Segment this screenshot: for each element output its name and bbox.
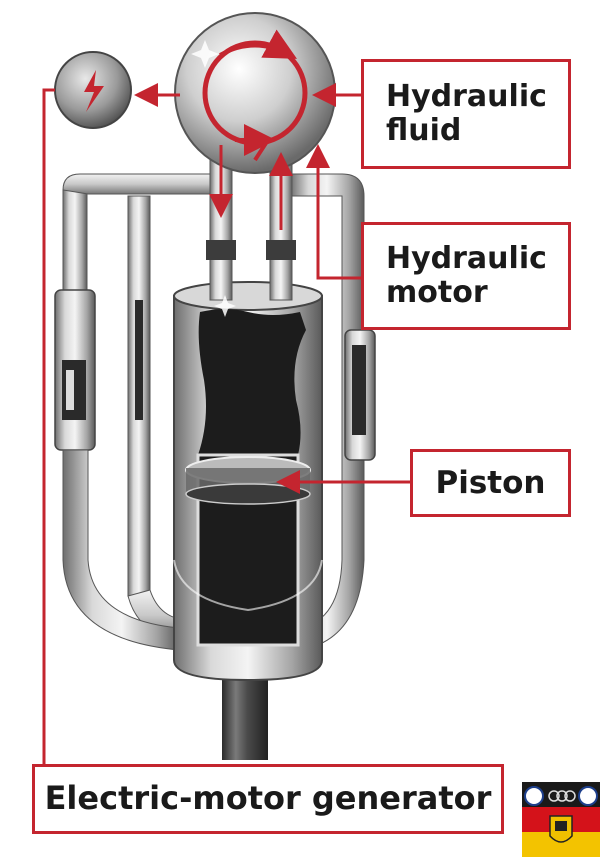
electric-motor-generator-label-text: Electric-motor generator [44,779,492,818]
glints [191,40,236,317]
electric-motor-generator [54,51,132,129]
car-brand-badge-icon [522,782,600,857]
electric-motor-generator-label: Electric-motor generator [32,764,504,834]
cylinder-interior [198,309,306,455]
hydraulic-fluid-label: Hydraulic fluid [361,59,571,169]
piston-label: Piston [410,449,571,517]
hydraulic-motor-label: Hydraulic motor [361,222,571,330]
hydraulic-fluid-label-line2: fluid [386,113,462,148]
right-outer-tube [289,173,376,651]
hydraulic-motor-label-line1: Hydraulic [386,241,547,277]
lightning-bolt-icon [84,70,104,112]
hydraulic-fluid-label-line1: Hydraulic [386,79,547,115]
piston-label-text: Piston [435,464,546,501]
left-outer-tube [54,173,231,451]
hydraulic-motor-label-line2: motor [386,275,488,310]
leader-lines [42,83,410,764]
hydraulic-fluid-reservoir [174,12,336,174]
